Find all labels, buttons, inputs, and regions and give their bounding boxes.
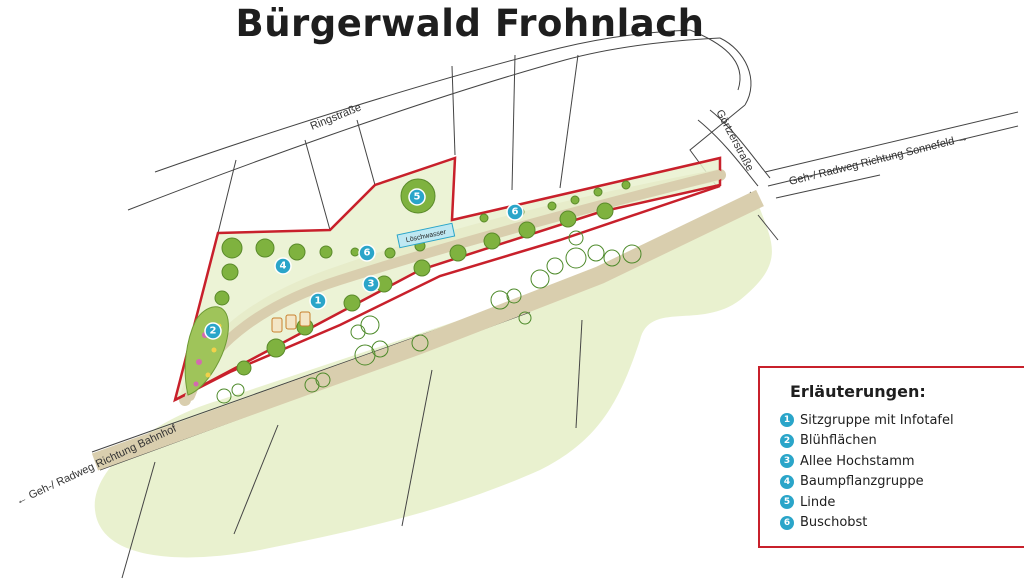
legend-label: Blühflächen	[800, 433, 877, 449]
seating-group	[271, 311, 311, 333]
legend-item: 6 Buschobst	[780, 513, 1024, 534]
marker-1-label: 1	[315, 296, 322, 307]
marker-6a-label: 6	[364, 248, 371, 259]
legend-item: 4 Baumpflanzgruppe	[780, 472, 1024, 493]
loeschwasser-box: Löschwasser	[396, 222, 456, 249]
legend-title: Erläuterungen:	[790, 382, 926, 401]
legend-item: 5 Linde	[780, 492, 1024, 513]
site-boundary-south	[174, 184, 721, 402]
marker-4-label: 4	[280, 261, 287, 272]
existing-trees	[216, 230, 642, 404]
marker-3-label: 3	[368, 279, 375, 290]
legend-item: 3 Allee Hochstamm	[780, 451, 1024, 472]
legend-label: Sitzgruppe mit Infotafel	[800, 412, 954, 428]
marker-2-label: 2	[210, 326, 217, 337]
marker-6a: 6	[358, 244, 376, 262]
bike-path	[91, 189, 764, 471]
legend-item: 2 Blühflächen	[780, 431, 1024, 452]
marker-4: 4	[274, 257, 292, 275]
legend-number: 4	[780, 474, 794, 489]
marker-5: 5	[408, 188, 426, 206]
legend-label: Linde	[800, 494, 836, 510]
legend-number: 6	[780, 515, 794, 530]
marker-1: 1	[309, 292, 327, 310]
legend-number: 3	[780, 454, 794, 469]
legend-number: 2	[780, 433, 794, 448]
map-title: Bürgerwald Frohnlach	[235, 2, 705, 45]
marker-6b-label: 6	[512, 207, 519, 218]
meadow-area	[94, 195, 772, 558]
road-label-ringstrasse: Ringstraße	[309, 102, 363, 133]
legend-box: Erläuterungen: 1 Sitzgruppe mit Infotafe…	[758, 366, 1024, 548]
legend-label: Baumpflanzgruppe	[800, 474, 924, 490]
legend-number: 5	[780, 495, 794, 510]
marker-6b: 6	[506, 203, 524, 221]
marker-2: 2	[204, 322, 222, 340]
marker-3: 3	[362, 275, 380, 293]
marker-5-label: 5	[414, 192, 421, 203]
legend-label: Allee Hochstamm	[800, 453, 915, 469]
legend-item: 1 Sitzgruppe mit Infotafel	[780, 410, 1024, 431]
site-boundary	[173, 156, 722, 403]
legend-label: Buschobst	[800, 515, 868, 531]
legend-number: 1	[780, 413, 794, 428]
trees	[214, 178, 631, 376]
